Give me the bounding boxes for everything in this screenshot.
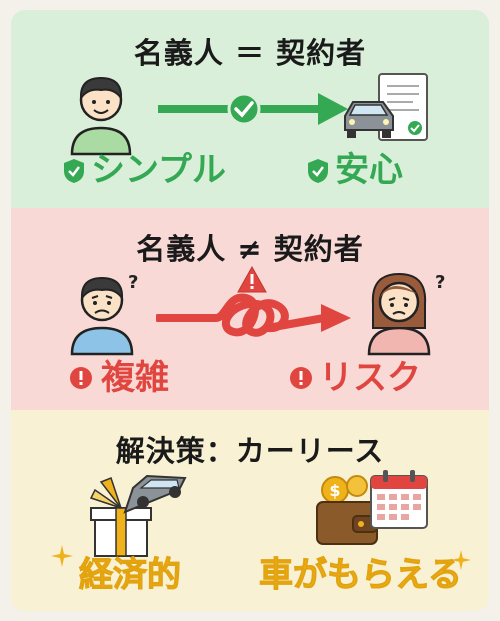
label-simple: シンプル bbox=[91, 150, 226, 190]
label-risk: リスク bbox=[319, 358, 421, 398]
alert-circle-icon bbox=[70, 367, 92, 389]
warning-icon bbox=[237, 266, 267, 293]
worried-man-icon bbox=[70, 276, 134, 356]
label-get-car: 車がもらえる bbox=[259, 555, 463, 595]
sparkle-icon bbox=[51, 545, 73, 567]
tangled-arrow-icon bbox=[156, 293, 351, 337]
worried-woman-icon bbox=[367, 272, 431, 356]
car-contract-icon bbox=[344, 73, 428, 141]
gift-car-icon bbox=[89, 474, 187, 557]
shield-check-icon bbox=[64, 159, 84, 183]
label-complex: 複雑 bbox=[101, 358, 169, 398]
sparkle-icon bbox=[451, 550, 471, 570]
panel-title-same: 名義人 ＝ 契約者 bbox=[133, 36, 367, 70]
question-mark: ? bbox=[435, 272, 446, 293]
label-economical: 経済的 bbox=[79, 555, 182, 595]
panel-title-solution: 解決策：カーリース bbox=[115, 434, 385, 468]
label-safe: 安心 bbox=[335, 150, 403, 190]
check-arrow-icon bbox=[158, 92, 348, 126]
wallet-coins-icon: $ bbox=[316, 475, 378, 545]
different-owner-panel: 名義人 ≠ 契約者 ? ? 複雑 リスク bbox=[11, 208, 489, 410]
shield-check-icon bbox=[308, 159, 328, 183]
person-icon bbox=[70, 76, 132, 156]
solution-panel: 解決策：カーリース $ 経済的 車がもらえる bbox=[11, 410, 489, 611]
calendar-icon bbox=[370, 470, 428, 529]
svg-text:$: $ bbox=[329, 481, 340, 500]
panel-title-different: 名義人 ≠ 契約者 bbox=[136, 232, 364, 266]
question-mark: ? bbox=[128, 272, 139, 293]
same-owner-panel: 名義人 ＝ 契約者 シンプル 安心 bbox=[11, 10, 489, 208]
alert-circle-icon bbox=[290, 367, 312, 389]
